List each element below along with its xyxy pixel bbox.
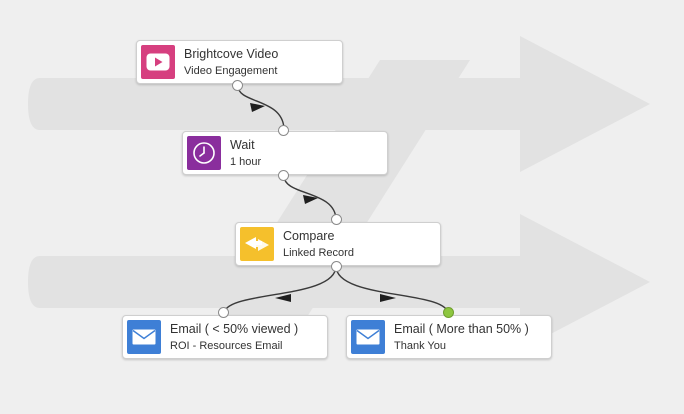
arrowhead-icon [380,294,396,302]
email-right-input-port-active[interactable] [443,307,454,318]
compare-output-port[interactable] [331,261,342,272]
wait-input-port[interactable] [278,125,289,136]
email-less-than-50-node[interactable]: Email ( < 50% viewed ) ROI - Resources E… [122,315,328,359]
node-subtitle: ROI - Resources Email [170,340,283,352]
arrowhead-icon [275,294,291,302]
email-left-input-port[interactable] [218,307,229,318]
arrowhead-icon [250,103,265,112]
node-subtitle: Thank You [394,340,446,352]
brightcove-output-port[interactable] [232,80,243,91]
arrowhead-icon [303,195,318,204]
clock-icon [187,136,221,170]
node-title: Compare [283,229,335,243]
email-more-than-50-node[interactable]: Email ( More than 50% ) Thank You [346,315,552,359]
node-subtitle: Video Engagement [184,65,278,77]
compare-node[interactable]: Compare Linked Record [235,222,441,266]
connectors [223,85,449,315]
envelope-icon [127,320,161,354]
node-title: Email ( More than 50% ) [394,322,529,336]
node-title: Brightcove Video [184,47,279,61]
node-title: Email ( < 50% viewed ) [170,322,299,336]
brightcove-video-node[interactable]: Brightcove Video Video Engagement [136,40,343,84]
compare-arrows-icon [240,227,274,261]
compare-input-port[interactable] [331,214,342,225]
wait-node[interactable]: Wait 1 hour [182,131,388,175]
envelope-icon [351,320,385,354]
connector-brightcove-to-wait [237,85,285,131]
video-play-icon [141,45,175,79]
connector-compare-to-email-right [335,265,449,315]
node-title: Wait [230,138,255,152]
node-subtitle: Linked Record [283,247,354,259]
wait-output-port[interactable] [278,170,289,181]
connector-compare-to-email-left [223,265,337,315]
connector-wait-to-compare [283,175,337,221]
connector-arrowheads [250,103,396,302]
node-subtitle: 1 hour [230,156,262,168]
